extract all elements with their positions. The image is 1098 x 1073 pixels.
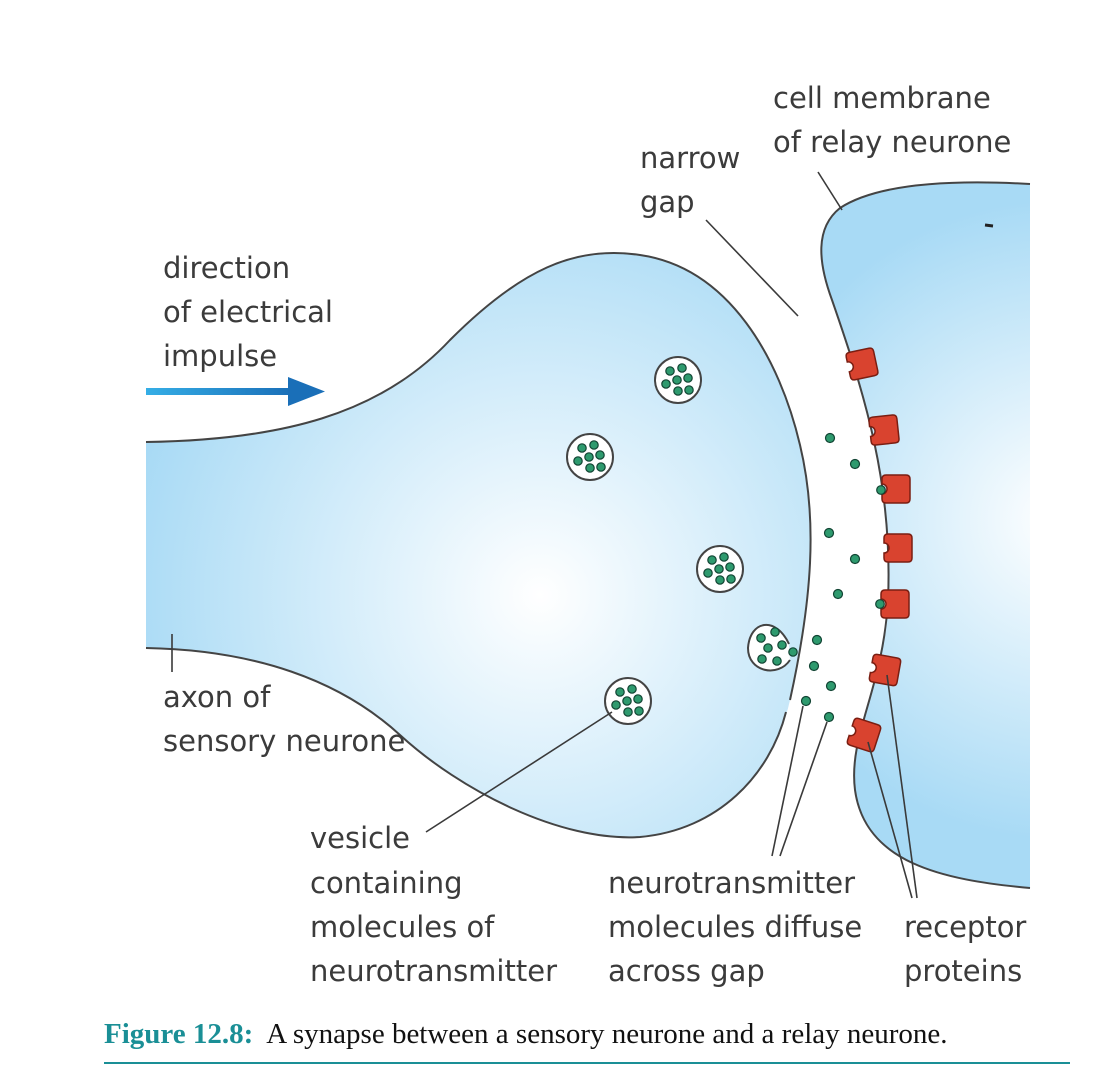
- sensory-neurone-membrane-top: [145, 251, 812, 701]
- label-axon: axon of sensory neurone: [163, 680, 405, 758]
- label-narrow-gap: narrow gap: [640, 141, 750, 219]
- receptor-protein-4: [883, 533, 913, 563]
- relay-neurone-mark: [984, 223, 994, 228]
- relay-neurone-body: [821, 182, 1030, 888]
- label-direction: direction of electrical impulse: [163, 251, 342, 373]
- leader-vesicle: [425, 711, 613, 833]
- vesicle-4: [604, 677, 652, 725]
- free-neurotransmitter-molecules: [800, 432, 861, 723]
- leader-neurotransmitter-2: [779, 721, 828, 857]
- label-cell-membrane: cell membrane of relay neurone: [773, 81, 1011, 159]
- vesicle-1: [654, 356, 702, 404]
- caption-text: A synapse between a sensory neurone and …: [266, 1018, 947, 1050]
- leader-cell-membrane: [817, 171, 843, 211]
- receptor-protein-6: [868, 653, 902, 687]
- receptor-protein-5: [875, 589, 910, 619]
- receptor-protein-3: [876, 474, 911, 504]
- label-receptor: receptor proteins: [904, 910, 1036, 988]
- sensory-neurone-membrane-bottom: [145, 647, 787, 839]
- leader-receptor-1: [886, 674, 918, 899]
- fusing-vesicle-molecules: [756, 627, 798, 666]
- vesicle-3: [696, 545, 744, 593]
- receptor-protein-1: [845, 347, 879, 381]
- vesicle-2: [566, 433, 614, 481]
- caption-prefix: Figure 12.8:: [104, 1018, 253, 1050]
- label-vesicle: vesicle containing molecules of neurotra…: [310, 821, 557, 988]
- receptor-protein-2: [868, 414, 900, 446]
- figure-caption: Figure 12.8: A synapse between a sensory…: [104, 1018, 948, 1050]
- receptor-protein-7: [846, 717, 882, 753]
- leader-narrow-gap: [705, 219, 799, 317]
- leader-receptor-2: [867, 741, 913, 899]
- leader-neurotransmitter-1: [771, 705, 804, 857]
- right-arrow-icon: [146, 377, 325, 406]
- label-neurotransmitter: neurotransmitter molecules diffuse acros…: [608, 866, 871, 988]
